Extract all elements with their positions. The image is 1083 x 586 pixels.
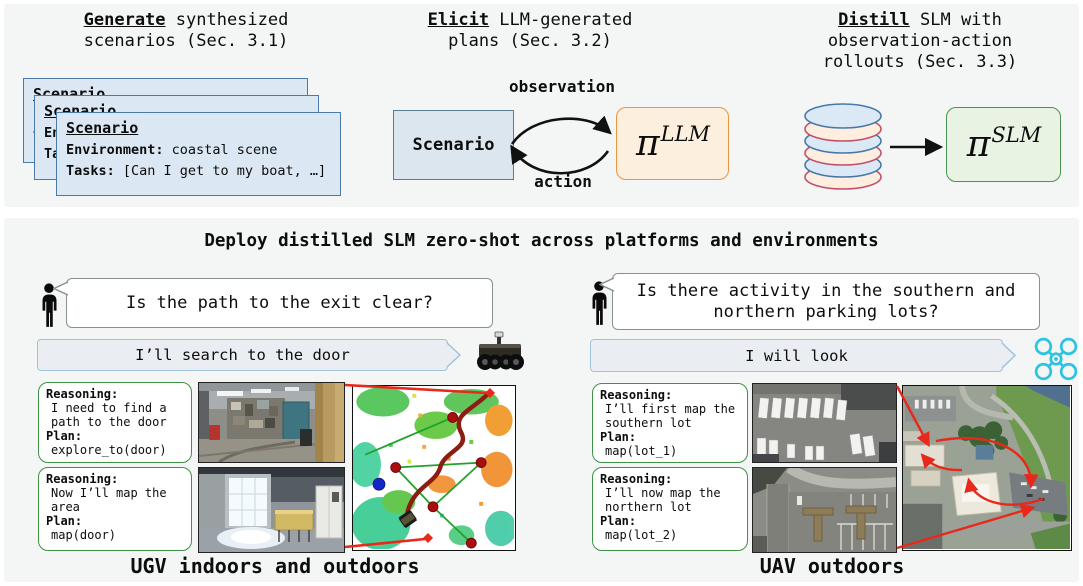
uav-question-tail (599, 277, 615, 292)
pi-llm-superscript: LLM (660, 121, 711, 146)
uav-aerial-photo-southern-lot (752, 383, 897, 463)
uav-step-1: Reasoning: I’ll first map the southern l… (592, 383, 748, 463)
ugv-answer-tail (446, 342, 462, 368)
ugv-question-bubble: Is the path to the exit clear? (66, 278, 493, 328)
ugv-step-1: Reasoning: I need to find a path to the … (38, 382, 192, 463)
ugv-step-2: Reasoning: Now I’ll map the area Plan: m… (38, 467, 192, 551)
generate-heading-word: Generate (83, 10, 166, 30)
observation-action-cycle-arrows (510, 115, 612, 175)
ugv-camera-photo-door (198, 467, 345, 553)
uav-satellite-map (902, 385, 1072, 551)
ugv-caption: UGV indoors and outdoors (130, 554, 420, 578)
generate-heading: Generate synthesized scenarios (Sec. 3.1… (83, 10, 289, 51)
scenario-node: Scenario (393, 110, 514, 180)
uav-aerial-photo-northern-lot (752, 467, 897, 553)
distill-arrow (890, 137, 944, 157)
uav-step-2: Reasoning: I’ll now map the northern lot… (592, 467, 748, 551)
distill-heading: Distill SLM with observation-action roll… (822, 10, 1018, 72)
uav-question-line2: northern parking lots? (713, 301, 939, 322)
ugv-answer-text: I’ll search to the door (135, 346, 350, 364)
pi-symbol: π (635, 122, 660, 164)
uav-question-bubble: Is there activity in the southern and no… (612, 273, 1040, 330)
uav-answer-text: I will look (745, 346, 848, 365)
uav-answer-bubble: I will look (590, 339, 1003, 372)
pi-symbol: π (966, 123, 991, 165)
ugv-robot-icon (477, 331, 524, 370)
observation-label: observation (509, 77, 615, 96)
uav-answer-tail (1001, 342, 1017, 369)
uav-question-line1: Is there activity in the southern and (636, 280, 1016, 301)
action-label: action (534, 172, 592, 191)
person-icon (42, 283, 57, 327)
ugv-question-tail (53, 281, 69, 296)
ugv-lidar-map (352, 385, 516, 551)
ugv-question-text: Is the path to the exit clear? (125, 292, 434, 313)
pipeline-panel: Generate synthesized scenarios (Sec. 3.1… (4, 4, 1079, 207)
uav-drone-icon (1034, 337, 1078, 381)
ugv-camera-photo-warehouse (198, 382, 345, 463)
scenario-card-front: Scenario Environment: coastal scene Task… (56, 112, 341, 196)
pi-slm-superscript: SLM (991, 122, 1042, 147)
uav-caption: UAV outdoors (759, 554, 905, 578)
deploy-banner: Deploy distilled SLM zero-shot across pl… (204, 231, 879, 251)
elicit-heading: Elicit LLM-generated plans (Sec. 3.2) (427, 10, 633, 51)
ugv-answer-bubble: I’ll search to the door (37, 339, 448, 371)
database-icon (804, 103, 882, 190)
